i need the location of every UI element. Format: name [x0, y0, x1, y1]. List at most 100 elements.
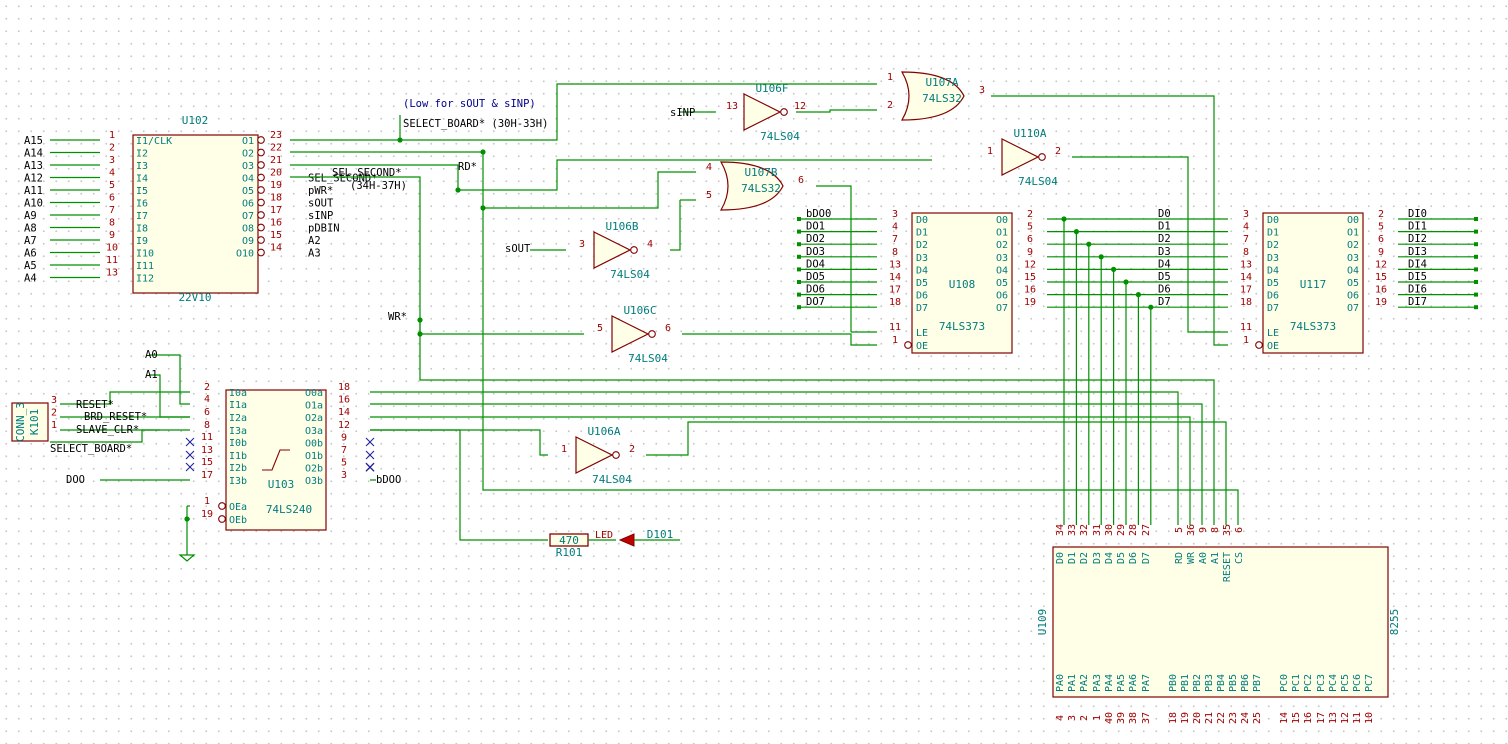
- pin-number: 11: [106, 255, 118, 266]
- pin-number: 22: [1216, 712, 1227, 724]
- pin-number: 9: [109, 230, 115, 241]
- pin-number: 14: [1240, 272, 1252, 283]
- d101-value: LED: [595, 530, 613, 541]
- pin-number: 3: [1067, 715, 1078, 721]
- pin-number: 2: [887, 100, 893, 111]
- pin-name: I11: [136, 261, 154, 272]
- a1-out: [370, 416, 1191, 525]
- pin-number: 18: [1240, 297, 1252, 308]
- pin-number: 8: [204, 420, 210, 431]
- inversion-bubble: [257, 236, 265, 244]
- decoder-output-label: sINP: [308, 210, 333, 222]
- pin-number: 11: [1240, 322, 1252, 333]
- bus-label: D7: [1158, 296, 1171, 308]
- inversion-bubble: [630, 246, 638, 254]
- pin-name: PC2: [1303, 674, 1314, 692]
- pin-name: PA7: [1141, 674, 1152, 692]
- pin-number: 16: [270, 218, 282, 229]
- pin-number: 19: [270, 180, 282, 191]
- pin-number: 17: [201, 470, 213, 481]
- pin-name: PA2: [1079, 674, 1090, 692]
- pin-name: I7: [136, 211, 148, 222]
- u107b-body: [719, 161, 784, 211]
- decoder-output-label: A2: [308, 235, 321, 247]
- pin-number: 3: [109, 155, 115, 166]
- pin-number: 38: [1128, 712, 1139, 724]
- bus-label: D5: [1158, 271, 1171, 283]
- pin-number: 20: [1192, 712, 1203, 724]
- pin-name: PB4: [1216, 674, 1227, 692]
- address-label: A9: [24, 210, 37, 222]
- u106b-value: 74LS04: [610, 268, 650, 281]
- pin-name: O10: [236, 249, 254, 260]
- address-label: A4: [24, 273, 37, 285]
- pin-number: 2: [1027, 209, 1033, 220]
- pin-number: 7: [109, 205, 115, 216]
- pin-number: 15: [201, 457, 213, 468]
- data-in-label: DO4: [806, 258, 825, 270]
- inversion-bubble: [257, 148, 265, 157]
- pin-number: 4: [204, 394, 210, 405]
- pin-name: PA0: [1055, 674, 1066, 692]
- data-in-label: DO3: [806, 246, 825, 258]
- pin-name: PB2: [1192, 674, 1203, 692]
- inversion-bubble: [780, 108, 788, 116]
- pin-number: 1: [1243, 335, 1249, 346]
- address-label: A5: [24, 260, 37, 272]
- pin-name: I3b: [229, 476, 247, 487]
- pin-number: 16: [338, 395, 350, 406]
- pin-name: O8: [242, 224, 254, 235]
- pin-name: RD: [1174, 552, 1185, 564]
- pin-name: I1b: [229, 451, 247, 462]
- pin-name: PC3: [1316, 674, 1327, 692]
- pin-name: PC4: [1328, 674, 1339, 692]
- pin-number: 5: [1174, 527, 1185, 533]
- pin-name: A1: [1210, 552, 1221, 564]
- pin-name: CS: [1234, 552, 1245, 564]
- pin-number: 5: [109, 180, 115, 191]
- address-label: A11: [24, 185, 43, 197]
- pin-number: 3: [51, 395, 57, 406]
- pin-number: 1: [1092, 715, 1103, 721]
- pin-name: O6: [1347, 291, 1359, 302]
- pin-number: 6: [1378, 234, 1384, 245]
- pin-name: O3: [1347, 253, 1359, 264]
- port-marker: [1474, 305, 1478, 310]
- pin-name: PA1: [1067, 674, 1078, 692]
- decoder-output-label: sOUT: [308, 198, 334, 210]
- pin-name: D5: [1267, 278, 1279, 289]
- pin-name: I5: [136, 186, 148, 197]
- pin-number: 19: [1375, 297, 1387, 308]
- pin-name: D5: [916, 278, 928, 289]
- pin-number: 12: [794, 101, 806, 112]
- pin-name: D1: [1067, 552, 1078, 564]
- pin-number: 1: [51, 420, 57, 431]
- pin-number: 23: [270, 130, 282, 141]
- port-marker: [1474, 254, 1478, 259]
- u102-ref: U102: [182, 114, 209, 127]
- pin-number: 13: [1328, 712, 1339, 724]
- pin-name: OEa: [229, 502, 247, 513]
- pin-number: 35: [1222, 524, 1233, 536]
- pin-name: I0b: [229, 438, 247, 449]
- pin-number: 5: [706, 190, 712, 201]
- pin-number: 2: [629, 444, 635, 455]
- port-marker: [797, 242, 801, 247]
- u106a-ref: U106A: [587, 425, 620, 438]
- pin-number: 9: [341, 432, 347, 443]
- pin-name: D0: [1055, 552, 1066, 564]
- pin-number: 24: [1240, 712, 1251, 724]
- address-label: A15: [24, 135, 43, 147]
- u106f-body: [743, 93, 782, 131]
- inversion-bubble: [612, 451, 620, 459]
- pin-number: 12: [1340, 712, 1351, 724]
- pin-name: I3a: [229, 426, 247, 437]
- d101-ref: D101: [647, 528, 674, 541]
- r101-ref: R101: [556, 546, 583, 559]
- slave-clr-label: SLAVE_CLR*: [76, 424, 139, 436]
- no-connect-mark: [365, 450, 375, 460]
- k101-body: [11, 402, 49, 442]
- pin-number: 4: [892, 222, 898, 233]
- pin-number: 18: [270, 193, 282, 204]
- no-connect-mark: [185, 450, 195, 460]
